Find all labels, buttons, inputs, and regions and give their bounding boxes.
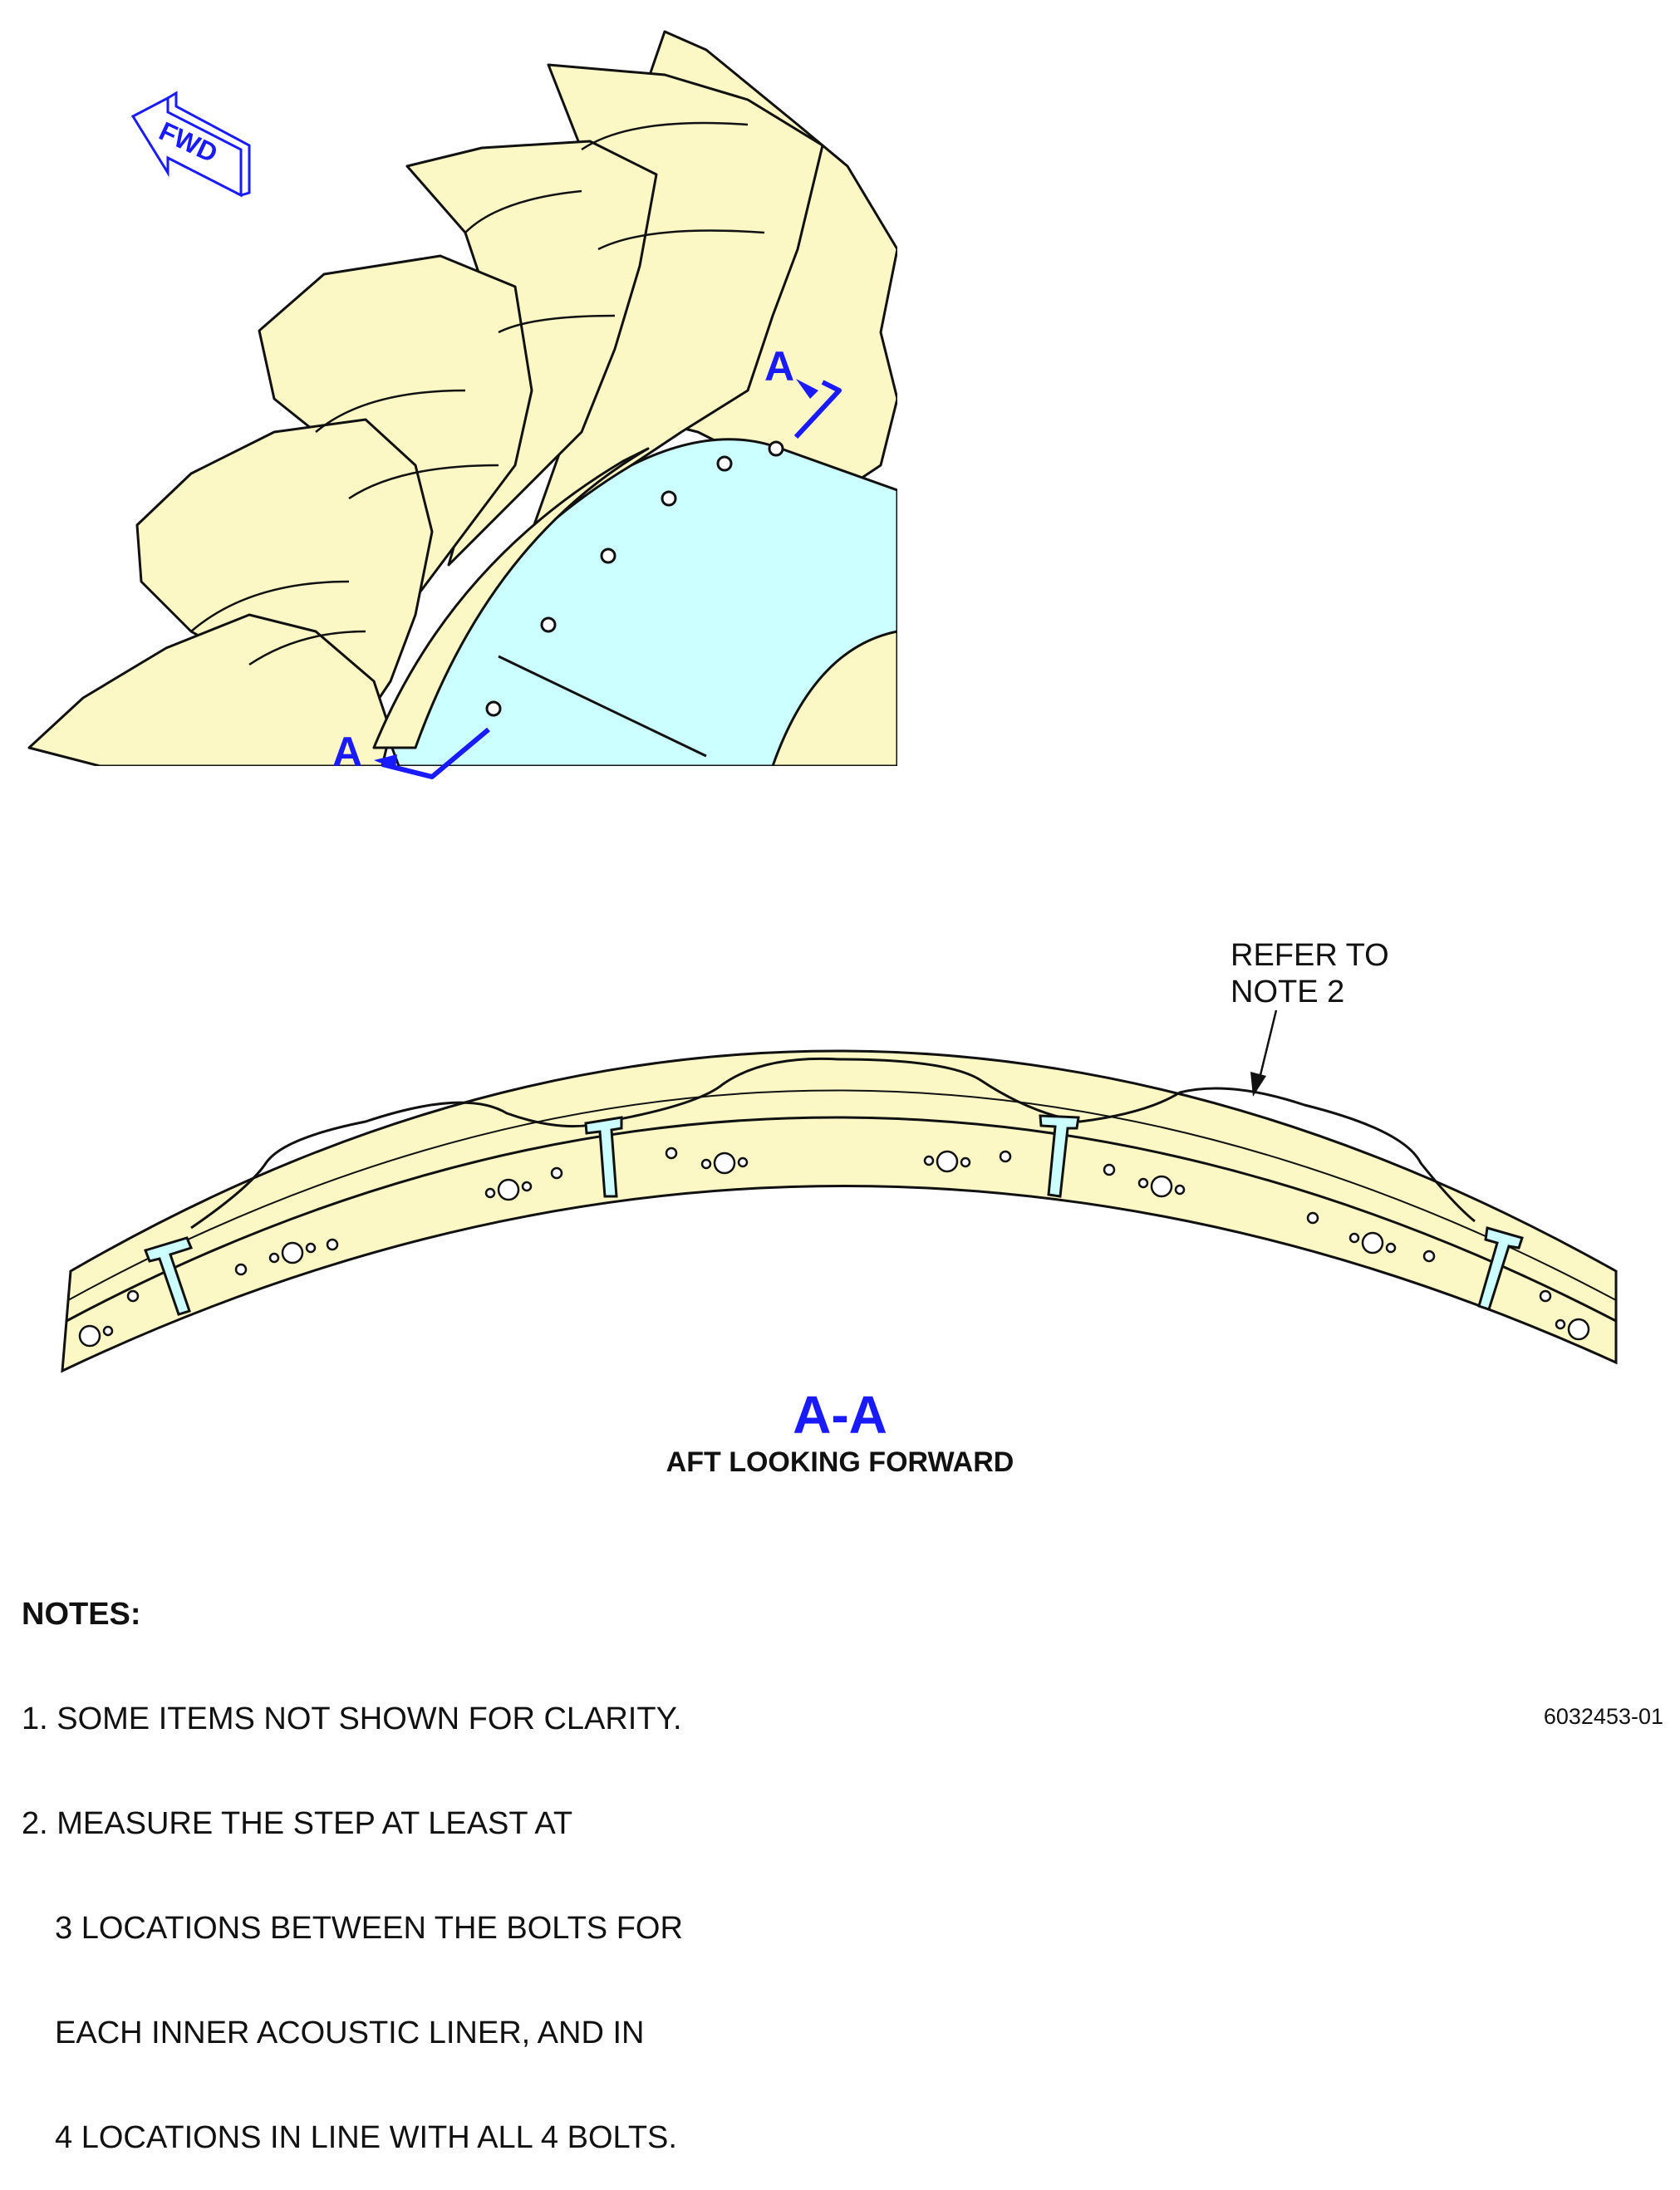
liner-seam	[498, 655, 707, 758]
liner-rim	[372, 447, 650, 749]
note-item: EACH INNER ACOUSTIC LINER, AND IN	[55, 2016, 645, 2050]
section-a-a-view	[61, 1009, 1618, 1373]
section-bolts	[78, 1147, 1590, 1348]
liner-joint-clips	[144, 1114, 1524, 1316]
note-item: 4 LOCATIONS IN LINE WITH ALL 4 BOLTS.	[55, 2120, 677, 2155]
cut-arrowhead-bottom	[374, 754, 397, 769]
section-cut-marker	[381, 380, 842, 779]
illustration-canvas: A A FWD	[27, 30, 1618, 1373]
notes-block: NOTES: 1. SOME ITEMS NOT SHOWN FOR CLARI…	[22, 1527, 683, 2190]
cut-label-bottom: A	[332, 729, 362, 775]
fan-hub	[771, 630, 897, 766]
document-number: 6032453-01	[1543, 1704, 1663, 1729]
liner-segment-band	[61, 1049, 1618, 1373]
note-item: 1. SOME ITEMS NOT SHOWN FOR CLARITY.	[22, 1701, 682, 1736]
cut-arrowhead-top	[796, 379, 818, 399]
step-profile-outline	[190, 1057, 1476, 1230]
note-item: 2. MEASURE THE STEP AT LEAST AT	[22, 1806, 573, 1841]
callout-line-1: REFER TO	[1231, 938, 1389, 973]
liner-bolts	[485, 440, 784, 717]
liner-mid-line	[67, 1089, 1617, 1301]
liner-inner-line	[66, 1116, 1617, 1323]
fan-assembly-iso-view	[27, 30, 897, 779]
note-leader-line	[1258, 1009, 1278, 1079]
note-item: 3 LOCATIONS BETWEEN THE BOLTS FOR	[55, 1911, 683, 1946]
section-title: A-A	[793, 1385, 887, 1445]
note-callout: REFER TO NOTE 2	[1231, 937, 1389, 1010]
section-subtitle: AFT LOOKING FORWARD	[666, 1446, 1014, 1478]
notes-heading: NOTES:	[22, 1597, 141, 1632]
callout-line-2: NOTE 2	[1231, 975, 1345, 1009]
fwd-arrow-shape	[130, 96, 243, 198]
note-leader-arrowhead	[1250, 1072, 1266, 1097]
fan-blade-5	[27, 613, 392, 766]
forward-direction-arrow: FWD	[130, 91, 251, 198]
cut-label-top: A	[764, 343, 794, 390]
